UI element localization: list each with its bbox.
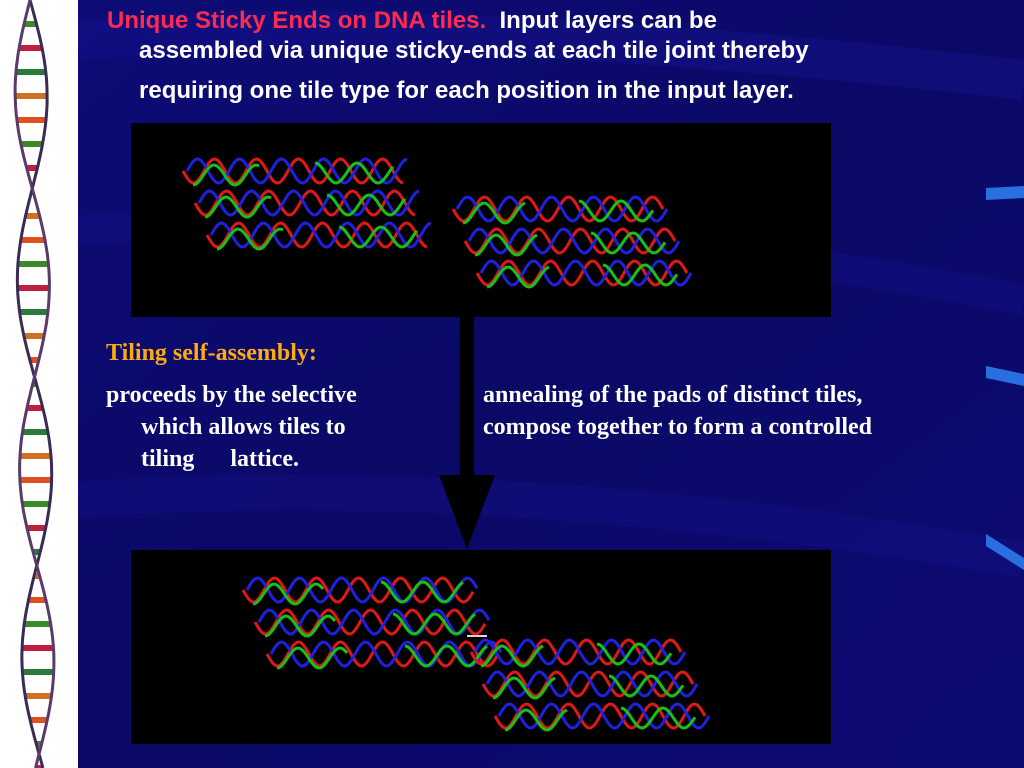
tiling-left-line3-a: tiling [141, 446, 195, 472]
dna-strand [462, 201, 526, 225]
dna-strand [216, 227, 284, 251]
dna-strand [404, 644, 488, 668]
dna-strand [504, 708, 568, 732]
down-arrow-icon [439, 317, 495, 549]
tiling-left-line2: which allows tiles to [141, 414, 346, 440]
ribbon-decoration-3 [986, 534, 1024, 570]
dna-strand [197, 189, 420, 217]
dna-strand [492, 676, 556, 700]
dna-strand [463, 227, 677, 255]
dna-strand [455, 195, 669, 223]
dna-helix-strip [0, 0, 78, 768]
dna-strand [451, 195, 665, 223]
dna-strand [590, 231, 667, 255]
dna-strand [485, 670, 699, 698]
dna-strand [578, 199, 655, 223]
dna-strand [192, 163, 260, 187]
heading-line3: requiring one tile type for each positio… [139, 77, 794, 104]
dna-strand [326, 193, 407, 217]
tiling-left-line1: proceeds by the selective [106, 382, 357, 408]
tiling-subtitle: Tiling self-assembly: [106, 340, 317, 366]
dna-strand [481, 670, 695, 698]
dna-strand [486, 265, 550, 289]
ribbon-decoration-2 [986, 366, 1024, 386]
tiling-left-line3: tiling lattice. [106, 443, 357, 475]
tiling-right-line2: compose together to form a controlled [483, 414, 873, 440]
dna-strand [181, 157, 404, 185]
dna-strand [185, 157, 408, 185]
dna-strand [473, 638, 687, 666]
tiling-left-line3-b: lattice. [230, 446, 299, 472]
dna-tiles-separate-image [131, 123, 831, 317]
dna-strand [380, 580, 464, 604]
dna-strand [314, 161, 395, 185]
dna-strand [497, 702, 711, 730]
heading-line2: assembled via unique sticky-ends at each… [139, 37, 809, 64]
dna-strand [264, 614, 337, 638]
heading-emphasis: Unique Sticky Ends on DNA tiles. [107, 7, 487, 34]
dna-strand [493, 702, 707, 730]
dna-tiles-joined-image [131, 550, 831, 744]
dna-strand [392, 612, 476, 636]
tiling-text-right: annealing of the pads of distinct tiles,… [483, 379, 872, 443]
dna-strand [252, 582, 325, 606]
dna-strand [205, 221, 428, 249]
dna-strand [338, 225, 419, 249]
dna-strand [480, 644, 544, 668]
dna-strand [209, 221, 432, 249]
dna-strand [602, 263, 679, 287]
tiling-right-line1: annealing of the pads of distinct tiles, [483, 382, 863, 408]
dna-strand [620, 706, 697, 730]
slide-heading: Unique Sticky Ends on DNA tiles. Input l… [107, 6, 1007, 106]
dna-strand [596, 642, 673, 666]
heading-line1: Input layers can be [499, 7, 717, 34]
dna-strand [474, 233, 538, 257]
dna-strand [469, 638, 683, 666]
dna-strand [479, 259, 693, 287]
ribbon-decoration-1 [986, 186, 1024, 200]
dna-strand [467, 227, 681, 255]
dna-strand [204, 195, 272, 219]
dna-strand [276, 646, 349, 670]
dna-strand [475, 259, 689, 287]
dna-strand [193, 189, 416, 217]
tiling-text-left: proceeds by the selective which allows t… [106, 379, 357, 475]
dna-strand [608, 674, 685, 698]
